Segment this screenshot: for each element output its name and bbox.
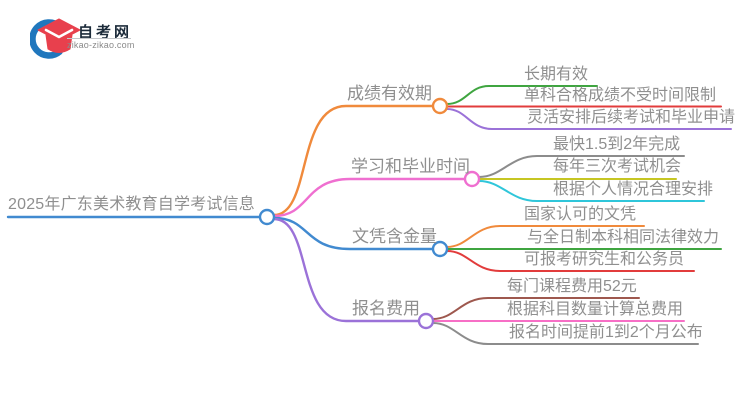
leaf-topic[interactable]: 长期有效 bbox=[524, 66, 589, 83]
leaf-line bbox=[446, 85, 598, 105]
branch-node-circle[interactable] bbox=[431, 240, 449, 258]
leaf-line bbox=[446, 250, 695, 272]
leaf-topic[interactable]: 每年三次考试机会 bbox=[553, 158, 682, 175]
branch-line-diploma-value bbox=[272, 216, 435, 251]
leaf-line bbox=[446, 108, 732, 130]
branch-topic-registration-fee[interactable]: 报名费用 bbox=[352, 299, 420, 318]
leaf-topic[interactable]: 单科合格成绩不受时间限制 bbox=[524, 87, 717, 104]
branch-line-registration-fee bbox=[272, 217, 421, 323]
logo-divider bbox=[67, 38, 131, 39]
branch-line-score-validity bbox=[272, 104, 435, 217]
leaf-topic[interactable]: 根据科目数量计算总费用 bbox=[507, 301, 684, 318]
leaf-topic[interactable]: 报名时间提前1到2个月公布 bbox=[509, 324, 703, 341]
branch-topic-diploma-value[interactable]: 文凭含金量 bbox=[352, 227, 437, 246]
root-node-circle[interactable] bbox=[258, 208, 276, 226]
branch-topic-score-validity[interactable]: 成绩有效期 bbox=[347, 84, 432, 103]
leaf-line bbox=[478, 155, 685, 178]
logo-title: 自考网 bbox=[78, 24, 133, 41]
leaf-line bbox=[446, 225, 645, 248]
branch-node-circle[interactable] bbox=[417, 312, 435, 330]
leaf-topic[interactable]: 每门课程费用52元 bbox=[507, 278, 637, 295]
leaf-topic[interactable]: 灵活安排后续考试和毕业申请 bbox=[527, 109, 736, 126]
graduation-cap-icon bbox=[30, 18, 81, 59]
branch-node-circle[interactable] bbox=[463, 170, 481, 188]
branch-node-circle[interactable] bbox=[431, 97, 449, 115]
branch-topic-study-duration[interactable]: 学习和毕业时间 bbox=[351, 157, 470, 176]
logo-domain: zikao-zikao.com bbox=[67, 40, 135, 50]
leaf-topic[interactable]: 国家认可的文凭 bbox=[524, 206, 637, 223]
root-topic[interactable]: 2025年广东美术教育自学考试信息 bbox=[8, 196, 255, 213]
leaf-line bbox=[432, 297, 640, 320]
leaf-line bbox=[478, 180, 705, 202]
leaf-topic[interactable]: 根据个人情况合理安排 bbox=[553, 181, 714, 198]
leaf-line bbox=[432, 322, 699, 345]
leaf-topic[interactable]: 最快1.5到2年完成 bbox=[553, 136, 681, 153]
branch-line-study-duration bbox=[272, 177, 467, 218]
leaf-topic[interactable]: 可报考研究生和公务员 bbox=[524, 251, 685, 268]
site-logo[interactable]: 自考网 zikao-zikao.com bbox=[28, 12, 168, 62]
leaf-topic[interactable]: 与全日制本科相同法律效力 bbox=[527, 229, 720, 246]
